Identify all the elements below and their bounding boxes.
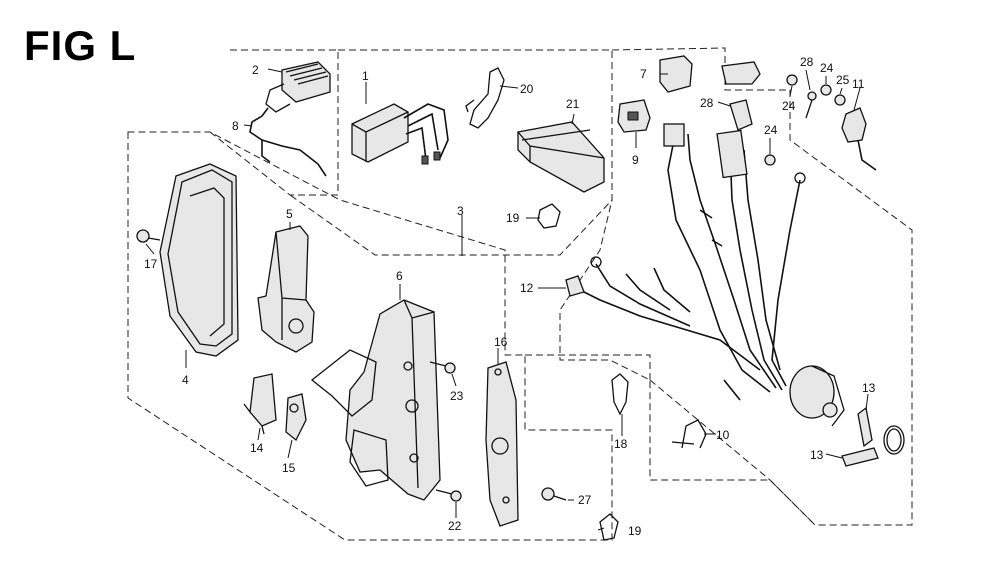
wire-harness-part-12: [565, 123, 806, 401]
clip-part-18: [611, 373, 629, 416]
callout-15: 15: [282, 461, 296, 475]
key-part-13-lower: [841, 447, 879, 467]
terminal-part-11: [841, 107, 877, 171]
callout-19-upper: 19: [506, 211, 520, 225]
callout-24-b: 24: [820, 61, 834, 75]
callout-10: 10: [716, 428, 730, 442]
cap-part-28-upper: [721, 61, 761, 85]
clip-part-10: [671, 419, 707, 449]
callout-25: 25: [836, 73, 850, 87]
callout-4: 4: [182, 373, 189, 387]
clip-part-19-upper: [537, 203, 561, 229]
callout-28-b: 28: [700, 96, 714, 110]
regulator-part: [249, 61, 331, 177]
switch-part-14: [243, 373, 277, 435]
upper-parts-group-outline: [209, 49, 613, 256]
callout-13-lower: 13: [810, 448, 824, 462]
key-part-13-upper: [857, 406, 873, 448]
callout-24-c: 24: [764, 123, 778, 137]
fuse-block-part-21: [517, 121, 605, 193]
callout-28-a: 28: [800, 55, 814, 69]
callout-7: 7: [640, 67, 647, 81]
bolt-part-22: [435, 489, 462, 502]
callout-9: 9: [632, 153, 639, 167]
screw-part-27: [541, 487, 567, 501]
callout-labels: 1 2 3 4 5 6 7 8 9 10 11 12 13 13 14 15 1…: [144, 55, 876, 538]
leader-lines: [145, 68, 869, 531]
callout-3: 3: [457, 204, 464, 218]
relay-part-7: [659, 55, 693, 93]
bracket-part-5: [257, 225, 315, 353]
callout-18: 18: [614, 437, 628, 451]
connector-part-9: [617, 99, 651, 133]
switch-subgroup-outline: [525, 354, 816, 526]
bolt-part-17: [136, 229, 161, 243]
callout-8: 8: [232, 119, 239, 133]
callout-11: 11: [852, 77, 865, 91]
harness-group-outline: [559, 47, 913, 526]
callout-6: 6: [396, 269, 403, 283]
callout-24-a: 24: [782, 99, 796, 113]
callout-22: 22: [448, 519, 462, 533]
figure-title: FIG L: [24, 22, 137, 69]
callout-5: 5: [286, 207, 293, 221]
callout-2: 2: [252, 63, 259, 77]
callout-23: 23: [450, 389, 464, 403]
o-ring: [883, 425, 905, 455]
ignition-switch: [789, 365, 845, 427]
callout-19-lower: 19: [628, 524, 642, 538]
sensor-part-15: [285, 393, 307, 442]
cdi-unit-part: [351, 103, 449, 165]
callout-20: 20: [520, 82, 534, 96]
callout-16: 16: [494, 335, 508, 349]
gasket-part-16: [485, 361, 519, 527]
callout-17: 17: [144, 257, 158, 271]
callout-21: 21: [566, 97, 580, 111]
callout-14: 14: [250, 441, 264, 455]
nut-parts-24-25: [764, 74, 846, 166]
cap-part-28-lower: [729, 99, 753, 131]
control-panel-part-6: [310, 299, 441, 501]
cable-clamp-part-20: [465, 67, 505, 129]
callout-27: 27: [578, 493, 592, 507]
callout-1: 1: [362, 69, 369, 83]
callout-12: 12: [520, 281, 534, 295]
callout-13-upper: 13: [862, 381, 876, 395]
control-box-cover-part-4: [159, 163, 239, 357]
bolt-part-23: [429, 361, 456, 374]
control-box-group-outline: [127, 131, 613, 541]
clip-part-19-lower: [599, 513, 619, 541]
